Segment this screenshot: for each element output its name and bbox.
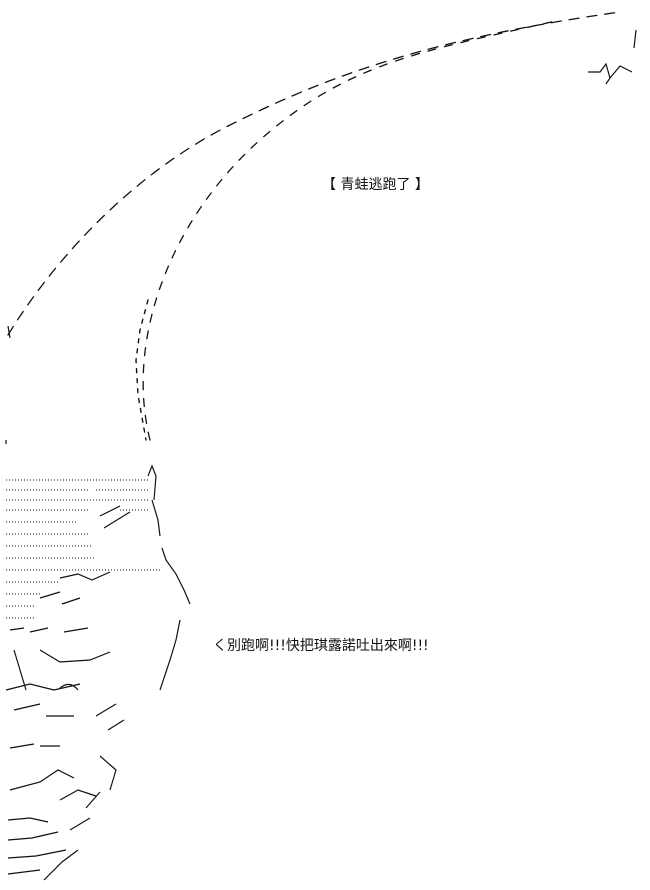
outer-trajectory-arc (7, 11, 621, 336)
sparkle-icon (588, 29, 637, 85)
edge-ticks (5, 325, 11, 444)
descent-ticks (135, 299, 149, 441)
character-shading (6, 479, 160, 619)
character-outline (5, 464, 191, 881)
scene-caption: 【 青蛙逃跑了 】 (322, 177, 429, 193)
character-shout: く別跑啊!!!快把琪露諾吐出來啊!!! (213, 638, 429, 654)
inner-trajectory-arc (142, 19, 561, 441)
